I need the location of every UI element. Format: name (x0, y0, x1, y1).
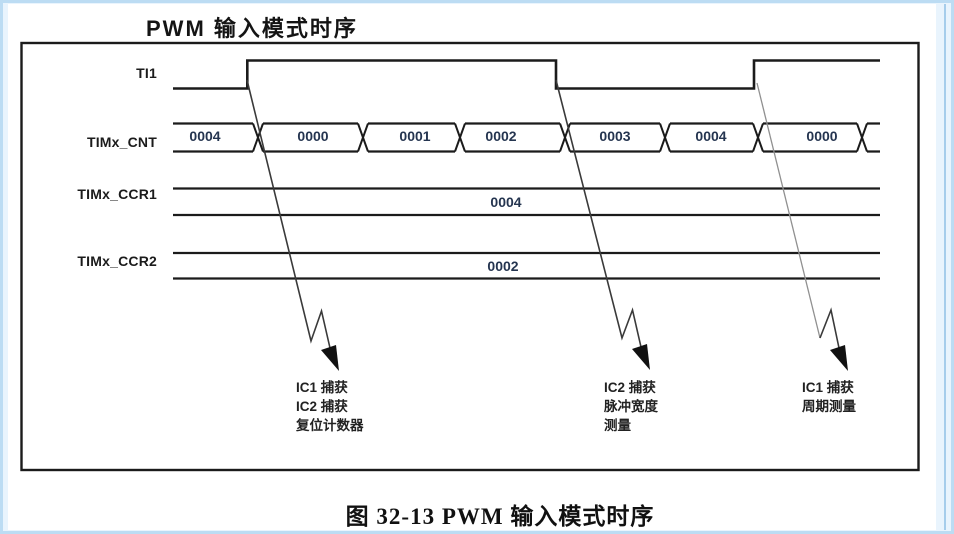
page-margin-rule (944, 4, 946, 530)
annotation-line: IC2 捕获 (604, 380, 656, 395)
cnt-value-2: 0001 (399, 128, 431, 144)
capture-arrow-3-zigzag (819, 307, 840, 349)
signal-label-ccr2: TIMx_CCR2 (77, 253, 157, 269)
cnt-bus-crossovers (252, 123, 868, 152)
diagram-border (20, 41, 920, 472)
cnt-value-0: 0004 (189, 128, 221, 144)
figure-caption: 图 32-13 PWM 输入模式时序 (345, 504, 655, 529)
annotation-ic1-ic2-reset: IC1 捕获 IC2 捕获 复位计数器 (296, 378, 446, 435)
annotation-line: IC2 捕获 (296, 399, 348, 414)
cnt-value-4: 0003 (599, 128, 631, 144)
cnt-value-3: 0002 (485, 128, 517, 144)
signal-label-cnt: TIMx_CNT (86, 134, 157, 150)
annotation-line: 复位计数器 (296, 418, 364, 433)
annotation-line: 脉冲宽度 (604, 399, 658, 414)
cnt-value-5: 0004 (695, 128, 727, 144)
ccr2-bus-rails (173, 251, 880, 280)
capture-arrow-2-line (555, 79, 642, 348)
annotation-line: IC1 捕获 (802, 380, 854, 395)
figure-title: PWM 输入模式时序 (146, 16, 358, 41)
capture-arrow-1-line (246, 79, 331, 349)
cnt-value-1: 0000 (297, 128, 329, 144)
capture-arrow-2 (555, 79, 650, 370)
annotation-line: IC1 捕获 (296, 380, 348, 395)
signal-label-ti1: TI1 (136, 65, 157, 81)
capture-arrow-1-head-icon (321, 345, 339, 371)
signal-label-ccr1: TIMx_CCR1 (77, 186, 157, 202)
annotation-ic2-pulse-width: IC2 捕获 脉冲宽度 测量 (604, 378, 754, 435)
ccr2-value: 0002 (487, 258, 519, 274)
cnt-bus-rails (173, 122, 880, 153)
capture-arrow-1 (246, 79, 339, 371)
capture-arrow-2-head-icon (632, 344, 650, 370)
capture-arrow-3 (756, 82, 848, 371)
ccr1-bus-rails (173, 187, 880, 217)
cnt-value-6: 0000 (806, 128, 838, 144)
annotation-ic1-period: IC1 捕获 周期测量 (802, 378, 952, 416)
capture-arrow-3-head-icon (830, 345, 848, 371)
annotation-line: 测量 (604, 418, 631, 433)
annotation-line: 周期测量 (802, 399, 856, 414)
capture-arrow-3-line (756, 82, 821, 339)
ccr1-value: 0004 (490, 194, 522, 210)
